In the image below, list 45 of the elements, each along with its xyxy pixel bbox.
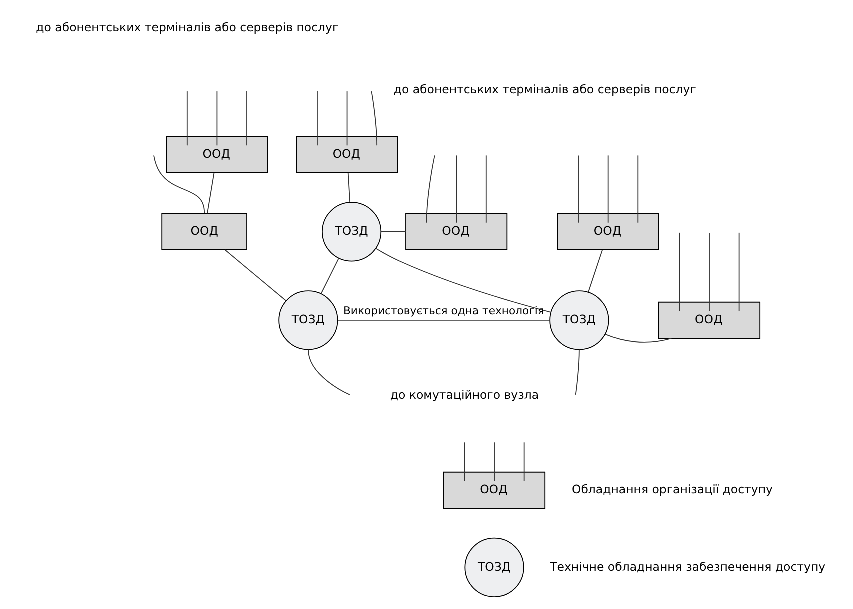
node-label: Технічне обладнання забезпечення доступу <box>550 560 826 574</box>
node-circle: ТОЗД <box>278 290 338 350</box>
connector <box>153 155 205 214</box>
node-box: ООД <box>166 136 268 174</box>
edge-label: Використовується одна технологія <box>343 304 544 318</box>
connector <box>370 91 378 146</box>
node-circle: ТОЗД <box>549 290 609 350</box>
connector <box>456 155 457 224</box>
connector <box>206 172 214 214</box>
connector <box>186 91 188 146</box>
connector <box>346 91 348 146</box>
connector <box>347 172 350 203</box>
connector <box>307 349 350 396</box>
node-box: ООД <box>658 302 760 339</box>
node-box: ООД <box>161 213 247 250</box>
connector <box>380 231 406 232</box>
connector <box>523 442 524 482</box>
node-label: Обладнання організації доступу <box>571 482 772 497</box>
node-circle: ТОЗД <box>464 538 524 598</box>
connector <box>574 349 580 396</box>
connector <box>224 250 286 302</box>
label: до абонентських терміналів або серверів послуг <box>36 20 338 34</box>
node-box: ООД <box>405 213 508 250</box>
node-box: ООД <box>296 136 398 174</box>
connector <box>320 258 339 294</box>
connector <box>607 155 608 224</box>
node-box: ООД <box>556 213 659 250</box>
connector <box>246 91 247 146</box>
node-circle: ТОЗД <box>322 202 382 262</box>
connector <box>337 320 550 321</box>
connector <box>604 334 672 343</box>
connector <box>216 91 218 146</box>
node-box: ООД <box>442 472 546 509</box>
label: до абонентських терміналів або серверів послуг <box>393 82 696 97</box>
connector <box>588 250 602 293</box>
connector <box>426 155 435 224</box>
connector <box>375 248 551 313</box>
label: до комутаційного вузла <box>390 388 539 402</box>
connector <box>485 155 486 224</box>
connector <box>708 232 710 312</box>
connector <box>464 442 465 482</box>
connector <box>678 232 680 312</box>
connector <box>738 232 740 312</box>
connector <box>637 155 638 224</box>
connector <box>316 91 318 146</box>
